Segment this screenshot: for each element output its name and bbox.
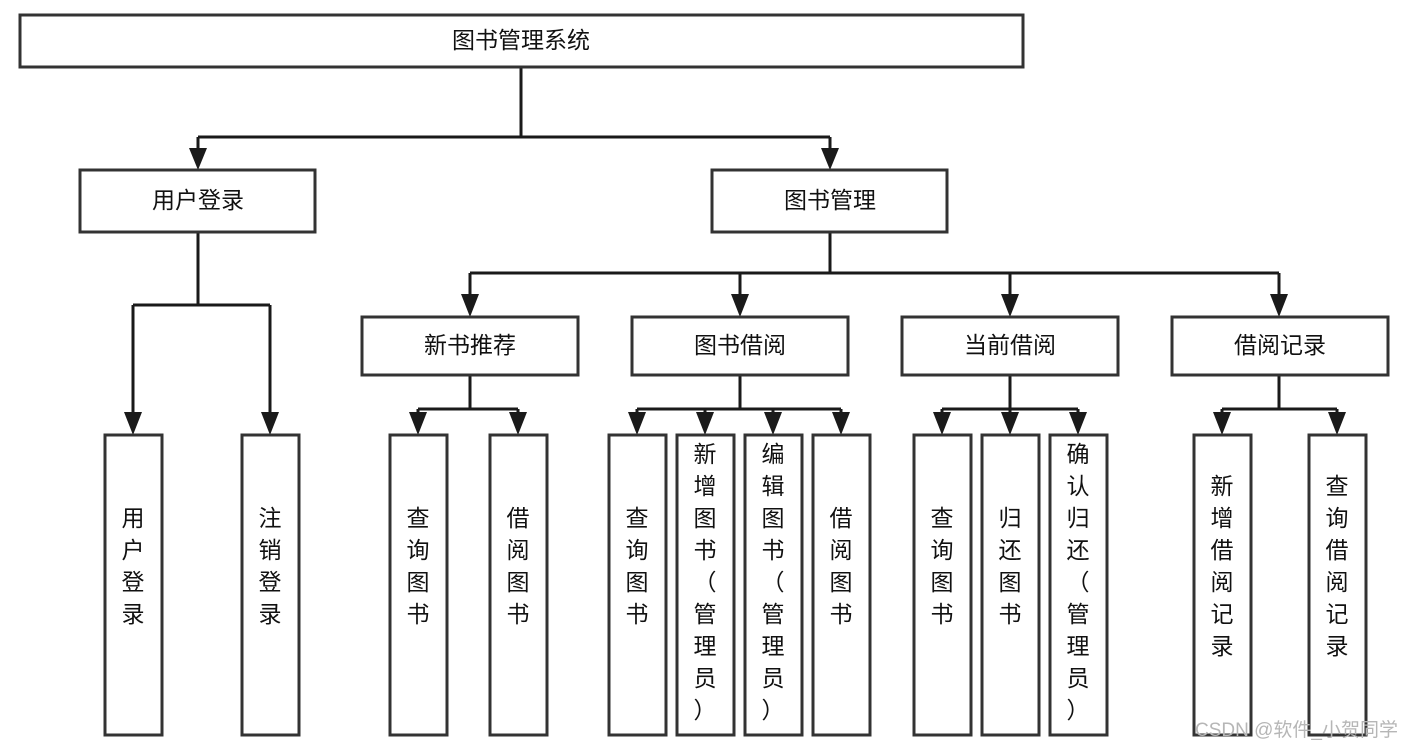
arrow-to-leaf-user-login: [124, 412, 142, 435]
node-user-login-label: 用户登录: [152, 187, 244, 213]
node-leaf-borrow-book-1[interactable]: 借阅图书: [488, 433, 549, 737]
arrow-to-user-login: [189, 148, 207, 170]
node-leaf-query-book-3-box[interactable]: [912, 433, 973, 737]
node-borrow-record-label: 借阅记录: [1234, 332, 1326, 358]
node-leaf-query-book-2-label: 查询图书: [626, 505, 649, 627]
arrow-to-leaf-query-book-1: [409, 412, 427, 435]
arrow-to-leaf-confirm-return: [1069, 412, 1087, 435]
node-leaf-user-login-box[interactable]: [103, 433, 164, 737]
arrow-to-leaf-query-book-3: [933, 412, 951, 435]
csdn-watermark: CSDN @软件_小贺同学: [1195, 719, 1398, 741]
node-root-label: 图书管理系统: [452, 27, 590, 53]
node-leaf-query-book-2-box[interactable]: [607, 433, 668, 737]
arrow-to-new-book-rec: [461, 294, 479, 317]
arrow-to-leaf-query-book-2: [628, 412, 646, 435]
arrow-to-book-borrow: [731, 294, 749, 317]
node-leaf-query-book-3[interactable]: 查询图书: [912, 433, 973, 737]
arrow-to-leaf-borrow-book-1: [509, 412, 527, 435]
node-leaf-query-book-3-label: 查询图书: [931, 505, 954, 627]
node-leaf-query-record-box[interactable]: [1307, 433, 1368, 737]
arrow-to-leaf-user-logout: [261, 412, 279, 435]
node-new-book-rec-box[interactable]: [360, 315, 580, 377]
node-leaf-user-logout-label: 注销登录: [259, 505, 282, 627]
node-borrow-record-box[interactable]: [1170, 315, 1390, 377]
node-leaf-query-book-2[interactable]: 查询图书: [607, 433, 668, 737]
node-leaf-edit-book-box[interactable]: [743, 433, 804, 737]
node-book-manage-box[interactable]: [710, 168, 949, 234]
connector-layer: [124, 67, 1346, 435]
node-book-borrow-box[interactable]: [630, 315, 850, 377]
node-leaf-add-record-label: 新增借阅记录: [1211, 473, 1234, 659]
node-leaf-confirm-return-label: 确认归还（管理员）: [1067, 441, 1090, 723]
node-leaf-query-record[interactable]: 查询借阅记录: [1307, 433, 1368, 737]
node-leaf-user-logout-box[interactable]: [240, 433, 301, 737]
node-leaf-borrow-book-1-box[interactable]: [488, 433, 549, 737]
node-leaf-add-book-box[interactable]: [675, 433, 736, 737]
node-leaf-add-book-label: 新增图书（管理员）: [694, 441, 717, 723]
node-leaf-return-book-box[interactable]: [980, 433, 1041, 737]
arrow-to-leaf-borrow-book-2: [832, 412, 850, 435]
arrow-to-leaf-edit-book: [764, 412, 782, 435]
node-leaf-query-book-1-label: 查询图书: [407, 505, 430, 627]
node-leaf-add-book[interactable]: 新增图书（管理员）: [675, 433, 736, 737]
node-leaf-add-record[interactable]: 新增借阅记录: [1192, 433, 1253, 737]
node-borrow-record[interactable]: 借阅记录: [1170, 315, 1390, 377]
node-book-manage-label: 图书管理: [784, 187, 876, 213]
node-leaf-query-book-1-box[interactable]: [388, 433, 449, 737]
node-book-borrow-label: 图书借阅: [694, 332, 786, 358]
node-leaf-borrow-book-2[interactable]: 借阅图书: [811, 433, 872, 737]
node-current-borrow-box[interactable]: [900, 315, 1120, 377]
node-new-book-rec-label: 新书推荐: [424, 332, 516, 358]
node-user-login-box[interactable]: [78, 168, 317, 234]
node-new-book-rec[interactable]: 新书推荐: [360, 315, 580, 377]
node-leaf-add-record-box[interactable]: [1192, 433, 1253, 737]
arrow-to-leaf-add-record: [1213, 412, 1231, 435]
arrow-to-leaf-return-book: [1001, 412, 1019, 435]
node-root-box[interactable]: [18, 13, 1025, 69]
node-leaf-return-book-label: 归还图书: [999, 505, 1022, 627]
node-current-borrow[interactable]: 当前借阅: [900, 315, 1120, 377]
arrow-to-leaf-add-book: [696, 412, 714, 435]
node-leaf-query-book-1[interactable]: 查询图书: [388, 433, 449, 737]
arrow-to-current-borrow: [1001, 294, 1019, 317]
node-leaf-borrow-book-2-box[interactable]: [811, 433, 872, 737]
arrow-to-leaf-query-record: [1328, 412, 1346, 435]
node-leaf-borrow-book-1-label: 借阅图书: [507, 505, 530, 627]
node-leaf-borrow-book-2-label: 借阅图书: [830, 505, 853, 627]
node-leaf-user-login-label: 用户登录: [122, 505, 145, 627]
node-leaf-return-book[interactable]: 归还图书: [980, 433, 1041, 737]
node-leaf-edit-book[interactable]: 编辑图书（管理员）: [743, 433, 804, 737]
node-leaf-edit-book-label: 编辑图书（管理员）: [762, 441, 785, 723]
node-root[interactable]: 图书管理系统: [18, 13, 1025, 69]
node-leaf-user-logout[interactable]: 注销登录: [240, 433, 301, 737]
node-leaf-confirm-return[interactable]: 确认归还（管理员）: [1048, 433, 1109, 737]
node-leaf-user-login[interactable]: 用户登录: [103, 433, 164, 737]
node-user-login[interactable]: 用户登录: [78, 168, 317, 234]
node-book-borrow[interactable]: 图书借阅: [630, 315, 850, 377]
node-leaf-confirm-return-box[interactable]: [1048, 433, 1109, 737]
node-book-manage[interactable]: 图书管理: [710, 168, 949, 234]
node-leaf-query-record-label: 查询借阅记录: [1326, 473, 1349, 659]
arrow-to-borrow-record: [1270, 294, 1288, 317]
arrow-to-book-manage: [821, 148, 839, 170]
node-current-borrow-label: 当前借阅: [964, 332, 1056, 358]
